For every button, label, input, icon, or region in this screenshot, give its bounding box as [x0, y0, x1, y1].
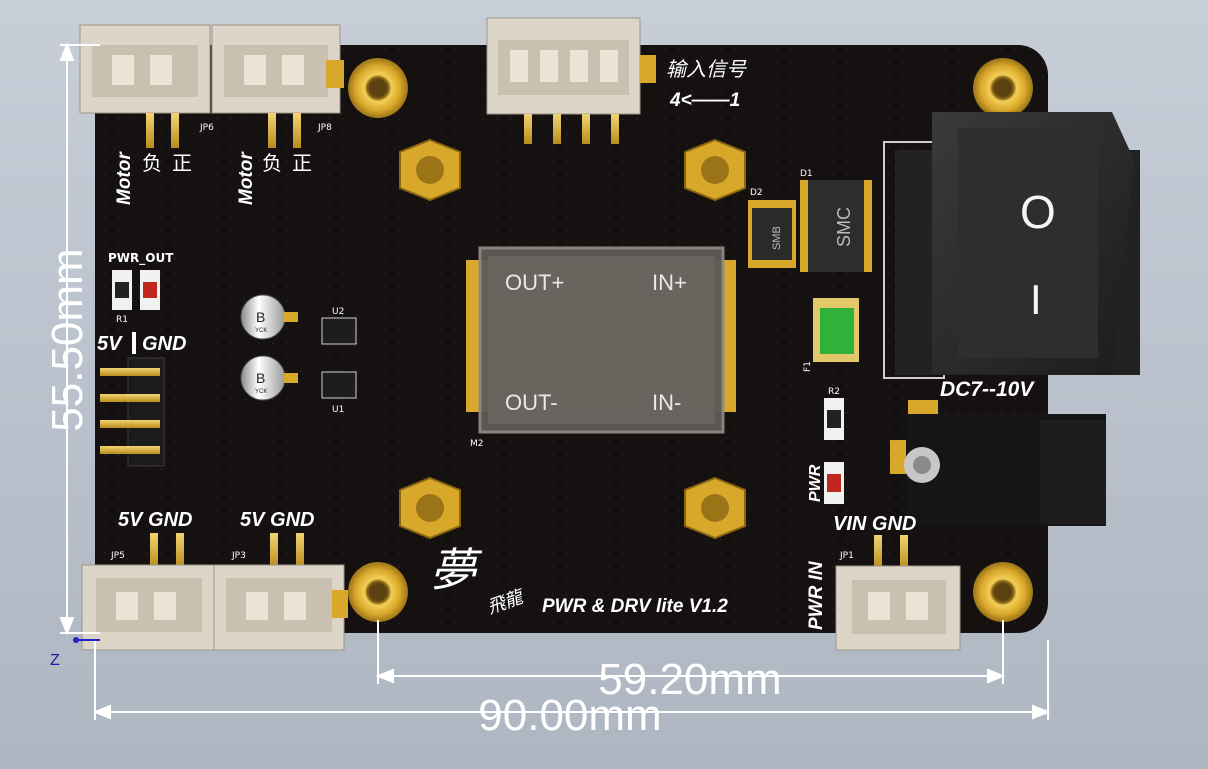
header-5v-label: 5V — [97, 333, 123, 355]
jp3-label: 5V GND — [240, 509, 314, 531]
designator-jp8: JP8 — [317, 123, 332, 133]
header-gnd-label: GND — [142, 333, 186, 355]
designator-jp1: JP1 — [839, 551, 854, 561]
resistor-r1 — [112, 270, 132, 310]
neg-label-1: 负 — [142, 151, 162, 175]
diode-d2-marking: SMB — [771, 226, 783, 250]
designator-r2: R2 — [828, 387, 840, 397]
pin-header-4 — [100, 357, 165, 467]
axis-z-label: Z — [50, 652, 60, 669]
switch-off-symbol: O — [1020, 186, 1056, 238]
input-signal-label: 输入信号 — [666, 57, 747, 81]
led-pwr — [824, 462, 844, 504]
designator-f1: F1 — [803, 361, 813, 372]
board-title: PWR & DRV lite V1.2 — [542, 596, 728, 617]
dc-barrel-jack — [890, 400, 1106, 526]
silk-divider — [132, 332, 136, 354]
designator-m2: M2 — [470, 439, 484, 449]
diode-d1 — [800, 180, 872, 272]
designator-jp3: JP3 — [231, 551, 246, 561]
dimension-width-label: 90.00mm — [478, 691, 661, 740]
input-signal-connector — [486, 17, 656, 144]
mounting-hole-top-right — [973, 58, 1033, 118]
pwr-in-label: PWR IN — [806, 560, 827, 630]
dcdc-module-m2 — [466, 246, 736, 434]
designator-u2: U2 — [332, 307, 344, 317]
calligraphy-logo: 夢 — [430, 543, 483, 597]
connector-jp8 — [211, 24, 344, 148]
ic-u1 — [321, 371, 357, 399]
designator-r1: R1 — [116, 315, 128, 325]
diode-d1-marking: SMC — [834, 207, 854, 247]
dimension-width — [92, 640, 1051, 720]
cap-bottom-text: B — [256, 370, 265, 386]
dc-range-label: DC7--10V — [940, 378, 1035, 401]
mounting-hole-top-left — [348, 58, 408, 118]
mounting-hole-bottom-right — [973, 562, 1033, 622]
axis-indicator — [73, 637, 100, 643]
vin-gnd-label: VIN GND — [833, 513, 916, 535]
module-out-plus: OUT+ — [505, 270, 564, 295]
capacitor-bottom — [240, 355, 298, 401]
rocker-switch — [883, 112, 1140, 379]
designator-d2: D2 — [750, 188, 763, 198]
designator-jp5: JP5 — [110, 551, 125, 561]
module-in-plus: IN+ — [652, 270, 687, 295]
motor-label-1: Motor — [114, 151, 135, 205]
dimension-height-label: 55.50mm — [43, 248, 92, 431]
motor-label-2: Motor — [236, 151, 257, 205]
hex-standoff — [399, 476, 461, 540]
capacitor-top — [240, 294, 298, 340]
diode-d2 — [748, 200, 796, 268]
designator-jp6: JP6 — [199, 123, 214, 133]
pwr-out-label: PWR_OUT — [108, 251, 174, 266]
hex-standoff — [399, 138, 461, 202]
switch-on-symbol: I — [1030, 276, 1042, 323]
connector-jp5 — [81, 533, 217, 651]
cap-top-text: B — [256, 309, 265, 325]
connector-jp3 — [213, 533, 348, 651]
connector-jp6 — [79, 24, 211, 148]
dimension-mount-spacing-label: 59.20mm — [598, 655, 781, 704]
pos-label-2: 正 — [292, 151, 312, 175]
designator-u1: U1 — [332, 405, 344, 415]
fuse-f1 — [813, 298, 859, 362]
cap-bottom-sub: YCK — [255, 389, 267, 395]
pwr-led-label: PWR — [807, 464, 824, 502]
cap-top-sub: YCK — [255, 328, 267, 334]
ic-u2 — [321, 317, 357, 345]
pos-label-1: 正 — [172, 151, 192, 175]
connector-jp1 — [835, 535, 961, 651]
designator-d1: D1 — [800, 169, 813, 179]
neg-label-2: 负 — [262, 151, 282, 175]
pin-order-label: 4<——1 — [669, 90, 740, 111]
dimension-height — [59, 42, 100, 636]
resistor-r2 — [824, 398, 844, 440]
hex-standoff — [684, 476, 746, 540]
mounting-hole-bottom-left — [348, 562, 408, 622]
jp5-label: 5V GND — [118, 509, 192, 531]
module-out-minus: OUT- — [505, 390, 558, 415]
hex-standoff — [684, 138, 746, 202]
module-in-minus: IN- — [652, 390, 681, 415]
led-pwr-out — [140, 270, 160, 310]
dimension-mount-spacing — [375, 620, 1006, 684]
